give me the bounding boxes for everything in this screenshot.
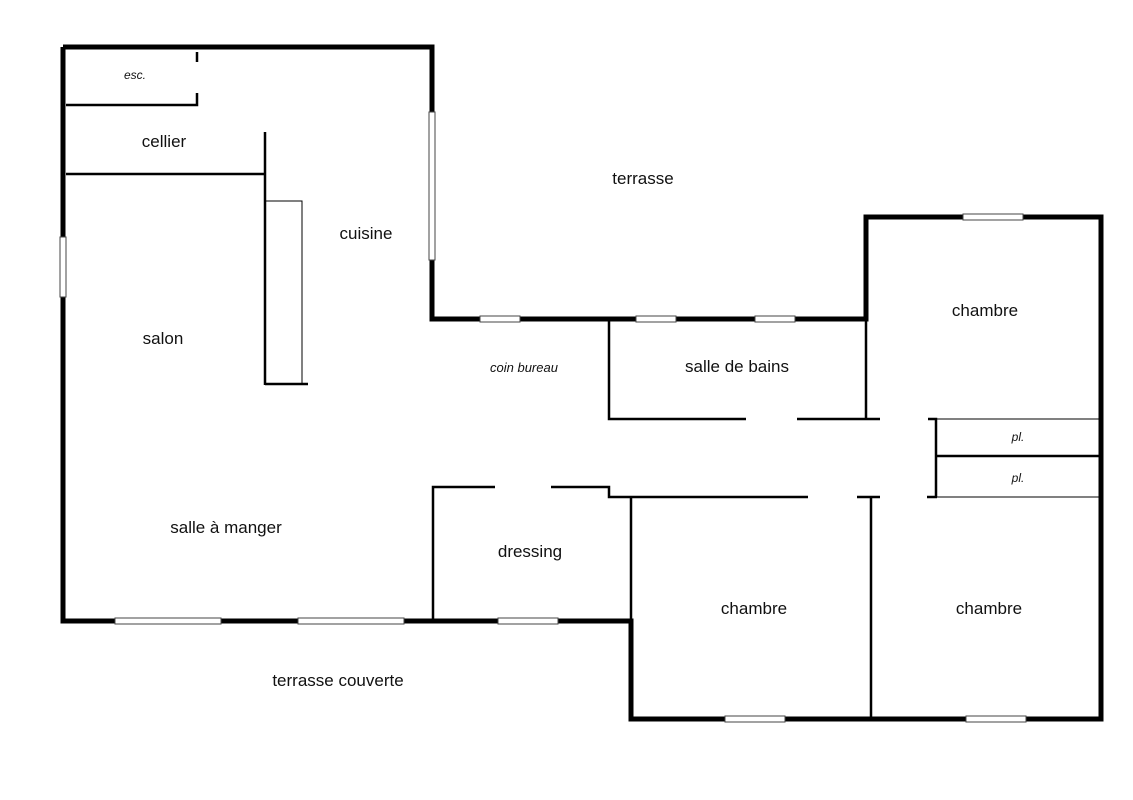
label-placard-1: pl. — [1011, 430, 1025, 444]
label-chambre-1: chambre — [952, 301, 1018, 320]
interior-walls — [66, 52, 1099, 717]
window-sam-2 — [297, 617, 405, 625]
label-placard-2: pl. — [1011, 471, 1025, 485]
room-labels: esc. cellier cuisine salon terrasse coin… — [124, 68, 1024, 690]
label-terrasse: terrasse — [612, 169, 673, 188]
label-chambre-2: chambre — [721, 599, 787, 618]
label-esc: esc. — [124, 68, 146, 82]
window-salon — [59, 236, 67, 298]
label-cuisine: cuisine — [340, 224, 393, 243]
windows — [59, 111, 1027, 723]
window-chambre-1 — [962, 213, 1024, 221]
label-terrasse-couverte: terrasse couverte — [272, 671, 403, 690]
label-chambre-3: chambre — [956, 599, 1022, 618]
window-cuisine — [428, 111, 436, 261]
window-chambre-2 — [724, 715, 786, 723]
label-salle-a-manger: salle à manger — [170, 518, 282, 537]
window-chambre-3 — [965, 715, 1027, 723]
window-dressing — [497, 617, 559, 625]
window-coin-bureau — [479, 315, 521, 323]
window-sam-1 — [114, 617, 222, 625]
label-salon: salon — [143, 329, 184, 348]
label-coin-bureau: coin bureau — [490, 360, 558, 375]
window-sdb-1 — [635, 315, 677, 323]
label-salle-de-bains: salle de bains — [685, 357, 789, 376]
label-cellier: cellier — [142, 132, 187, 151]
window-sdb-2 — [754, 315, 796, 323]
label-dressing: dressing — [498, 542, 562, 561]
